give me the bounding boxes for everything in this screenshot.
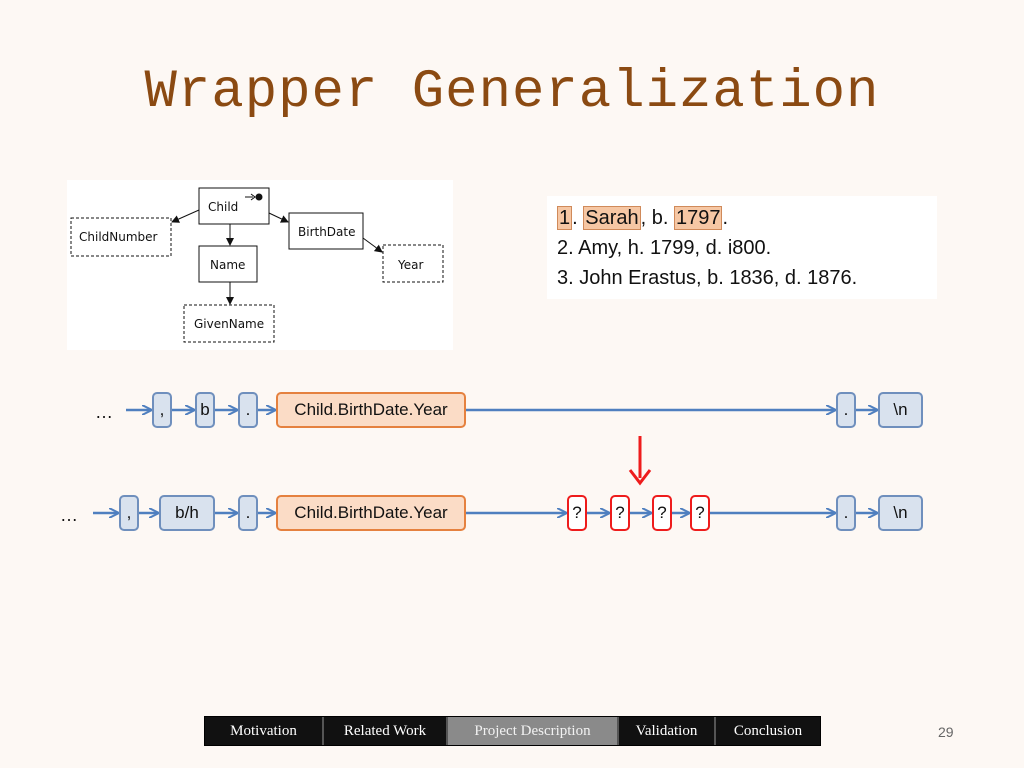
top-token-field-year: Child.BirthDate.Year xyxy=(276,392,466,428)
nav-validation[interactable]: Validation xyxy=(619,717,716,745)
sample-text-fragment: . xyxy=(722,207,729,229)
bottom-token-wildcard-2: ? xyxy=(610,495,630,531)
bottom-token-b-h: b/h xyxy=(159,495,215,531)
top-row-ellipsis: … xyxy=(95,402,113,422)
arrow-dot-icon xyxy=(245,193,263,201)
bottom-token-wildcard-4: ? xyxy=(690,495,710,531)
nav-project-description[interactable]: Project Description xyxy=(448,717,619,745)
edge-child-birthdate xyxy=(268,212,289,223)
top-token-newline: \n xyxy=(878,392,923,428)
schema-label-child-number: ChildNumber xyxy=(79,230,158,244)
bottom-row-ellipsis: … xyxy=(60,505,78,525)
edge-birthdate-year xyxy=(362,237,383,253)
slide-title: Wrapper Generalization xyxy=(144,62,880,123)
bottom-token-period: . xyxy=(238,495,258,531)
nav-conclusion[interactable]: Conclusion xyxy=(716,717,820,745)
schema-label-year: Year xyxy=(397,258,423,272)
schema-node-given-name xyxy=(183,304,275,343)
top-token-b: b xyxy=(195,392,215,428)
sample-text-fragment: , b. xyxy=(640,207,674,229)
highlight-number: 1 xyxy=(557,206,573,230)
sample-line-2: 2. Amy, h. 1799, d. i800. xyxy=(557,237,772,259)
section-nav-bar: Motivation Related Work Project Descript… xyxy=(204,716,821,746)
page-number: 29 xyxy=(938,724,954,740)
schema-label-name: Name xyxy=(210,258,245,272)
schema-label-given-name: GivenName xyxy=(194,317,264,331)
schema-diagram-svg: Child ChildNumber BirthDate Name Year Gi… xyxy=(70,187,444,343)
schema-node-birth-date xyxy=(288,212,364,250)
bottom-token-wildcard-3: ? xyxy=(652,495,672,531)
top-token-period-end: . xyxy=(836,392,856,428)
red-down-arrow xyxy=(628,436,652,486)
schema-label-birth-date: BirthDate xyxy=(298,225,356,239)
highlight-year: 1797 xyxy=(673,206,723,230)
highlight-name: Sarah xyxy=(583,206,641,230)
edge-child-childnumber xyxy=(171,209,200,223)
nav-motivation[interactable]: Motivation xyxy=(205,717,324,745)
sample-line-3: 3. John Erastus, b. 1836, d. 1876. xyxy=(557,267,858,289)
nav-related-work[interactable]: Related Work xyxy=(324,717,448,745)
schema-node-child-number xyxy=(70,217,172,257)
bottom-token-wildcard-1: ? xyxy=(567,495,587,531)
top-token-comma: , xyxy=(152,392,172,428)
sample-text-fragment: . xyxy=(572,207,584,229)
bottom-token-field-year: Child.BirthDate.Year xyxy=(276,495,466,531)
schema-diagram: Child ChildNumber BirthDate Name Year Gi… xyxy=(67,180,453,350)
bottom-token-comma: , xyxy=(119,495,139,531)
schema-node-year xyxy=(382,244,444,283)
schema-label-child: Child xyxy=(208,200,238,214)
sample-text-box: 1. Sarah, b. 1797. 2. Amy, h. 1799, d. i… xyxy=(547,196,937,299)
bottom-token-newline: \n xyxy=(878,495,923,531)
top-token-period: . xyxy=(238,392,258,428)
schema-node-name xyxy=(198,245,258,283)
bottom-token-period-end: . xyxy=(836,495,856,531)
sample-line-1: 1. Sarah, b. 1797. xyxy=(557,203,927,233)
